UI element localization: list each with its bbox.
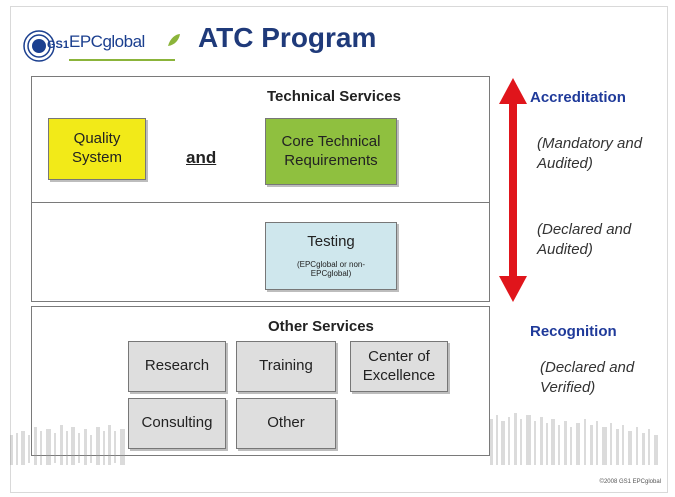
leaf-icon bbox=[168, 34, 180, 46]
epcglobal-logo-text: EPCglobal bbox=[69, 32, 145, 51]
testing-label: Testing bbox=[307, 233, 355, 251]
gs1-logo-icon bbox=[23, 30, 55, 62]
other-services-heading: Other Services bbox=[268, 318, 374, 335]
other-box: Other bbox=[236, 398, 336, 449]
technical-services-heading: Technical Services bbox=[267, 88, 401, 105]
core-technical-requirements-box: Core Technical Requirements bbox=[265, 118, 397, 185]
accreditation-label: Accreditation bbox=[530, 89, 626, 106]
testing-note: (EPCglobal or non-EPCglobal) bbox=[296, 259, 366, 279]
double-arrow-icon bbox=[499, 78, 527, 302]
and-label: and bbox=[186, 148, 217, 167]
consulting-box: Consulting bbox=[128, 398, 226, 449]
research-box: Research bbox=[128, 341, 226, 392]
section-divider bbox=[31, 202, 490, 203]
declared-verified-label: (Declared and Verified) bbox=[540, 359, 635, 396]
testing-box: Testing (EPCglobal or non-EPCglobal) bbox=[265, 222, 397, 290]
recognition-label: Recognition bbox=[530, 323, 617, 340]
page-title: ATC Program bbox=[198, 22, 377, 53]
logo-underline bbox=[69, 59, 175, 61]
quality-system-box: Quality System bbox=[48, 118, 146, 180]
training-box: Training bbox=[236, 341, 336, 392]
gs1-epcglobal-logo: GS1 EPCglobal bbox=[21, 28, 181, 64]
declared-audited-label: (Declared and Audited) bbox=[537, 221, 632, 258]
center-of-excellence-box: Center of Excellence bbox=[350, 341, 448, 392]
mandatory-audited-label: (Mandatory and Audited) bbox=[537, 135, 643, 172]
copyright-text: ©2008 GS1 EPCglobal bbox=[599, 479, 661, 485]
gs1-logo-text: GS1 bbox=[47, 39, 70, 51]
technical-services-panel bbox=[31, 76, 490, 302]
barcode-watermark bbox=[10, 413, 658, 465]
